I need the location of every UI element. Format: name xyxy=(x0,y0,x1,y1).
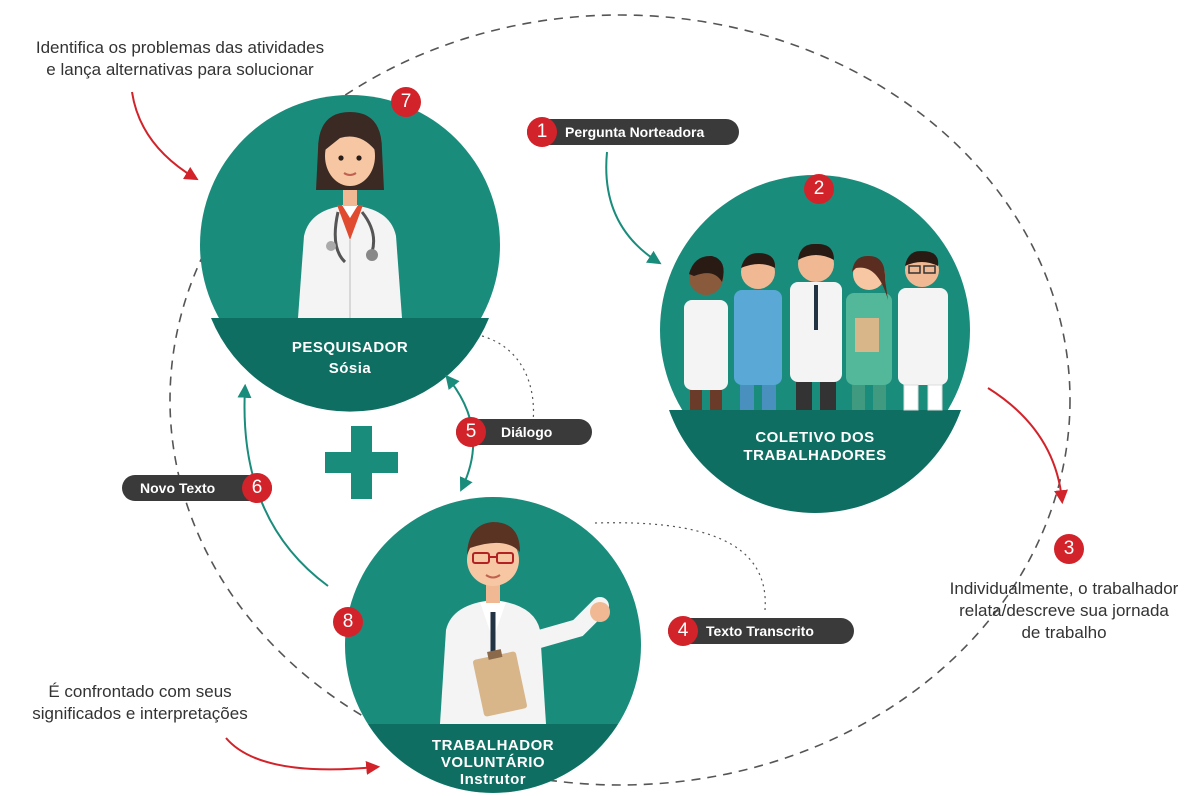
step-6-label: Novo Texto xyxy=(140,480,216,496)
step-5-badge: 5 xyxy=(456,417,486,447)
step-1-pill: Pergunta Norteadora xyxy=(527,119,739,145)
arrow-teal-1-to-2 xyxy=(605,151,662,265)
step-7-badge: 7 xyxy=(391,87,421,117)
trabalhador-line3: Instrutor xyxy=(459,771,527,788)
annotation-top-left-line1: Identifica os problemas das atividades xyxy=(35,38,325,57)
coletivo-line2: TRABALHADORES xyxy=(743,447,887,464)
step-4-label: Texto Transcrito xyxy=(706,623,814,639)
annotation-right: Individualmente, o trabalhador relata/de… xyxy=(930,578,1198,644)
trabalhador-line2: VOLUNTÁRIO xyxy=(440,754,546,771)
workers-group-illustration xyxy=(684,243,948,411)
coletivo-label: COLETIVO DOS TRABALHADORES xyxy=(715,429,915,465)
annotation-right-line3: de trabalho xyxy=(1021,623,1107,642)
annotation-right-line2: relata/descreve sua jornada xyxy=(959,601,1169,620)
dotted-connector-2 xyxy=(594,522,766,611)
annotation-right-line1: Individualmente, o trabalhador xyxy=(949,579,1179,598)
step-4-badge: 4 xyxy=(668,616,698,646)
trabalhador-label: TRABALHADOR VOLUNTÁRIO Instrutor xyxy=(393,737,593,788)
pesquisador-label: PESQUISADOR Sósia xyxy=(250,339,450,378)
step-8-badge: 8 xyxy=(333,607,363,637)
step-6-badge: 6 xyxy=(242,473,272,503)
step-2-badge: 2 xyxy=(804,174,834,204)
step-1-badge: 1 xyxy=(527,117,557,147)
pesquisador-subtitle: Sósia xyxy=(328,360,372,377)
annotation-top-left: Identifica os problemas das atividades e… xyxy=(10,37,350,81)
arrow-red-right xyxy=(987,387,1068,505)
pesquisador-title: PESQUISADOR xyxy=(291,339,409,356)
coletivo-line1: COLETIVO DOS xyxy=(755,429,875,446)
annotation-top-left-line2: e lança alternativas para solucionar xyxy=(46,60,314,79)
annotation-bottom-left-line2: significados e interpretações xyxy=(32,704,248,723)
step-3-badge: 3 xyxy=(1054,534,1084,564)
arrow-teal-novo-texto xyxy=(237,383,329,587)
annotation-bottom-left: É confrontado com seus significados e in… xyxy=(20,681,260,725)
volunteer-illustration xyxy=(440,522,610,724)
step-1-label: Pergunta Norteadora xyxy=(565,124,705,140)
arrow-red-top-left xyxy=(131,91,199,181)
plus-sign xyxy=(325,426,398,499)
step-5-label: Diálogo xyxy=(501,424,553,440)
annotation-bottom-left-line1: É confrontado com seus xyxy=(48,682,232,701)
step-4-pill: Texto Transcrito xyxy=(668,618,854,644)
researcher-illustration xyxy=(298,112,402,318)
cycle-dashed-ring xyxy=(169,14,1071,786)
trabalhador-line1: TRABALHADOR xyxy=(431,737,555,754)
arrow-red-bottom-left xyxy=(225,737,381,775)
